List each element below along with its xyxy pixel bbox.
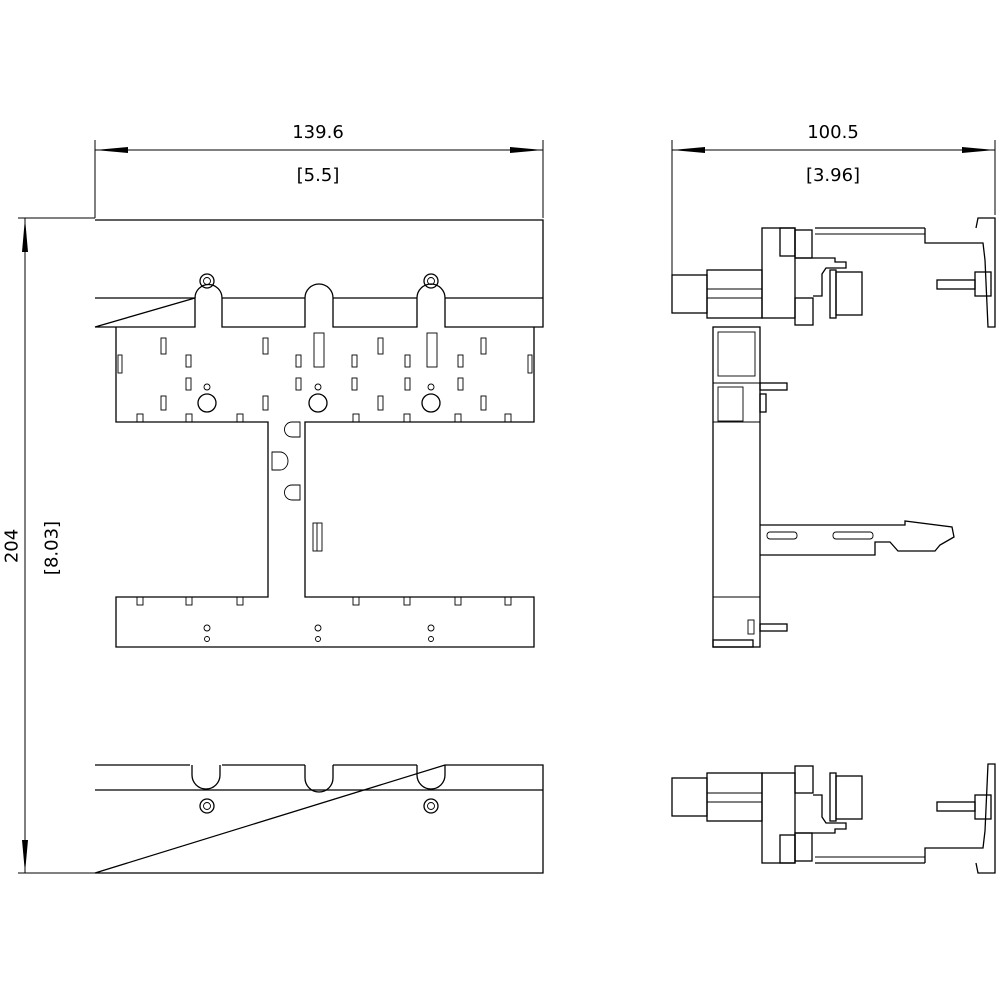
front-base-plate — [115, 327, 535, 648]
front-top-cover — [94, 219, 544, 328]
height-mm-label: 204 — [1, 528, 23, 564]
side-top-assembly — [671, 217, 996, 328]
front-bottom-cover — [94, 764, 544, 874]
side-bottom-assembly — [671, 763, 996, 874]
side-width-in-label: [3.96] — [805, 165, 861, 186]
height-dimension — [18, 217, 95, 874]
side-base-block — [712, 326, 955, 648]
front-width-dimension — [94, 140, 544, 218]
side-width-dimension — [671, 140, 996, 310]
front-width-in-label: [5.5] — [296, 165, 340, 186]
height-in-label: [8.03] — [41, 520, 63, 576]
front-width-mm-label: 139.6 — [292, 122, 344, 143]
side-width-mm-label: 100.5 — [807, 122, 859, 143]
